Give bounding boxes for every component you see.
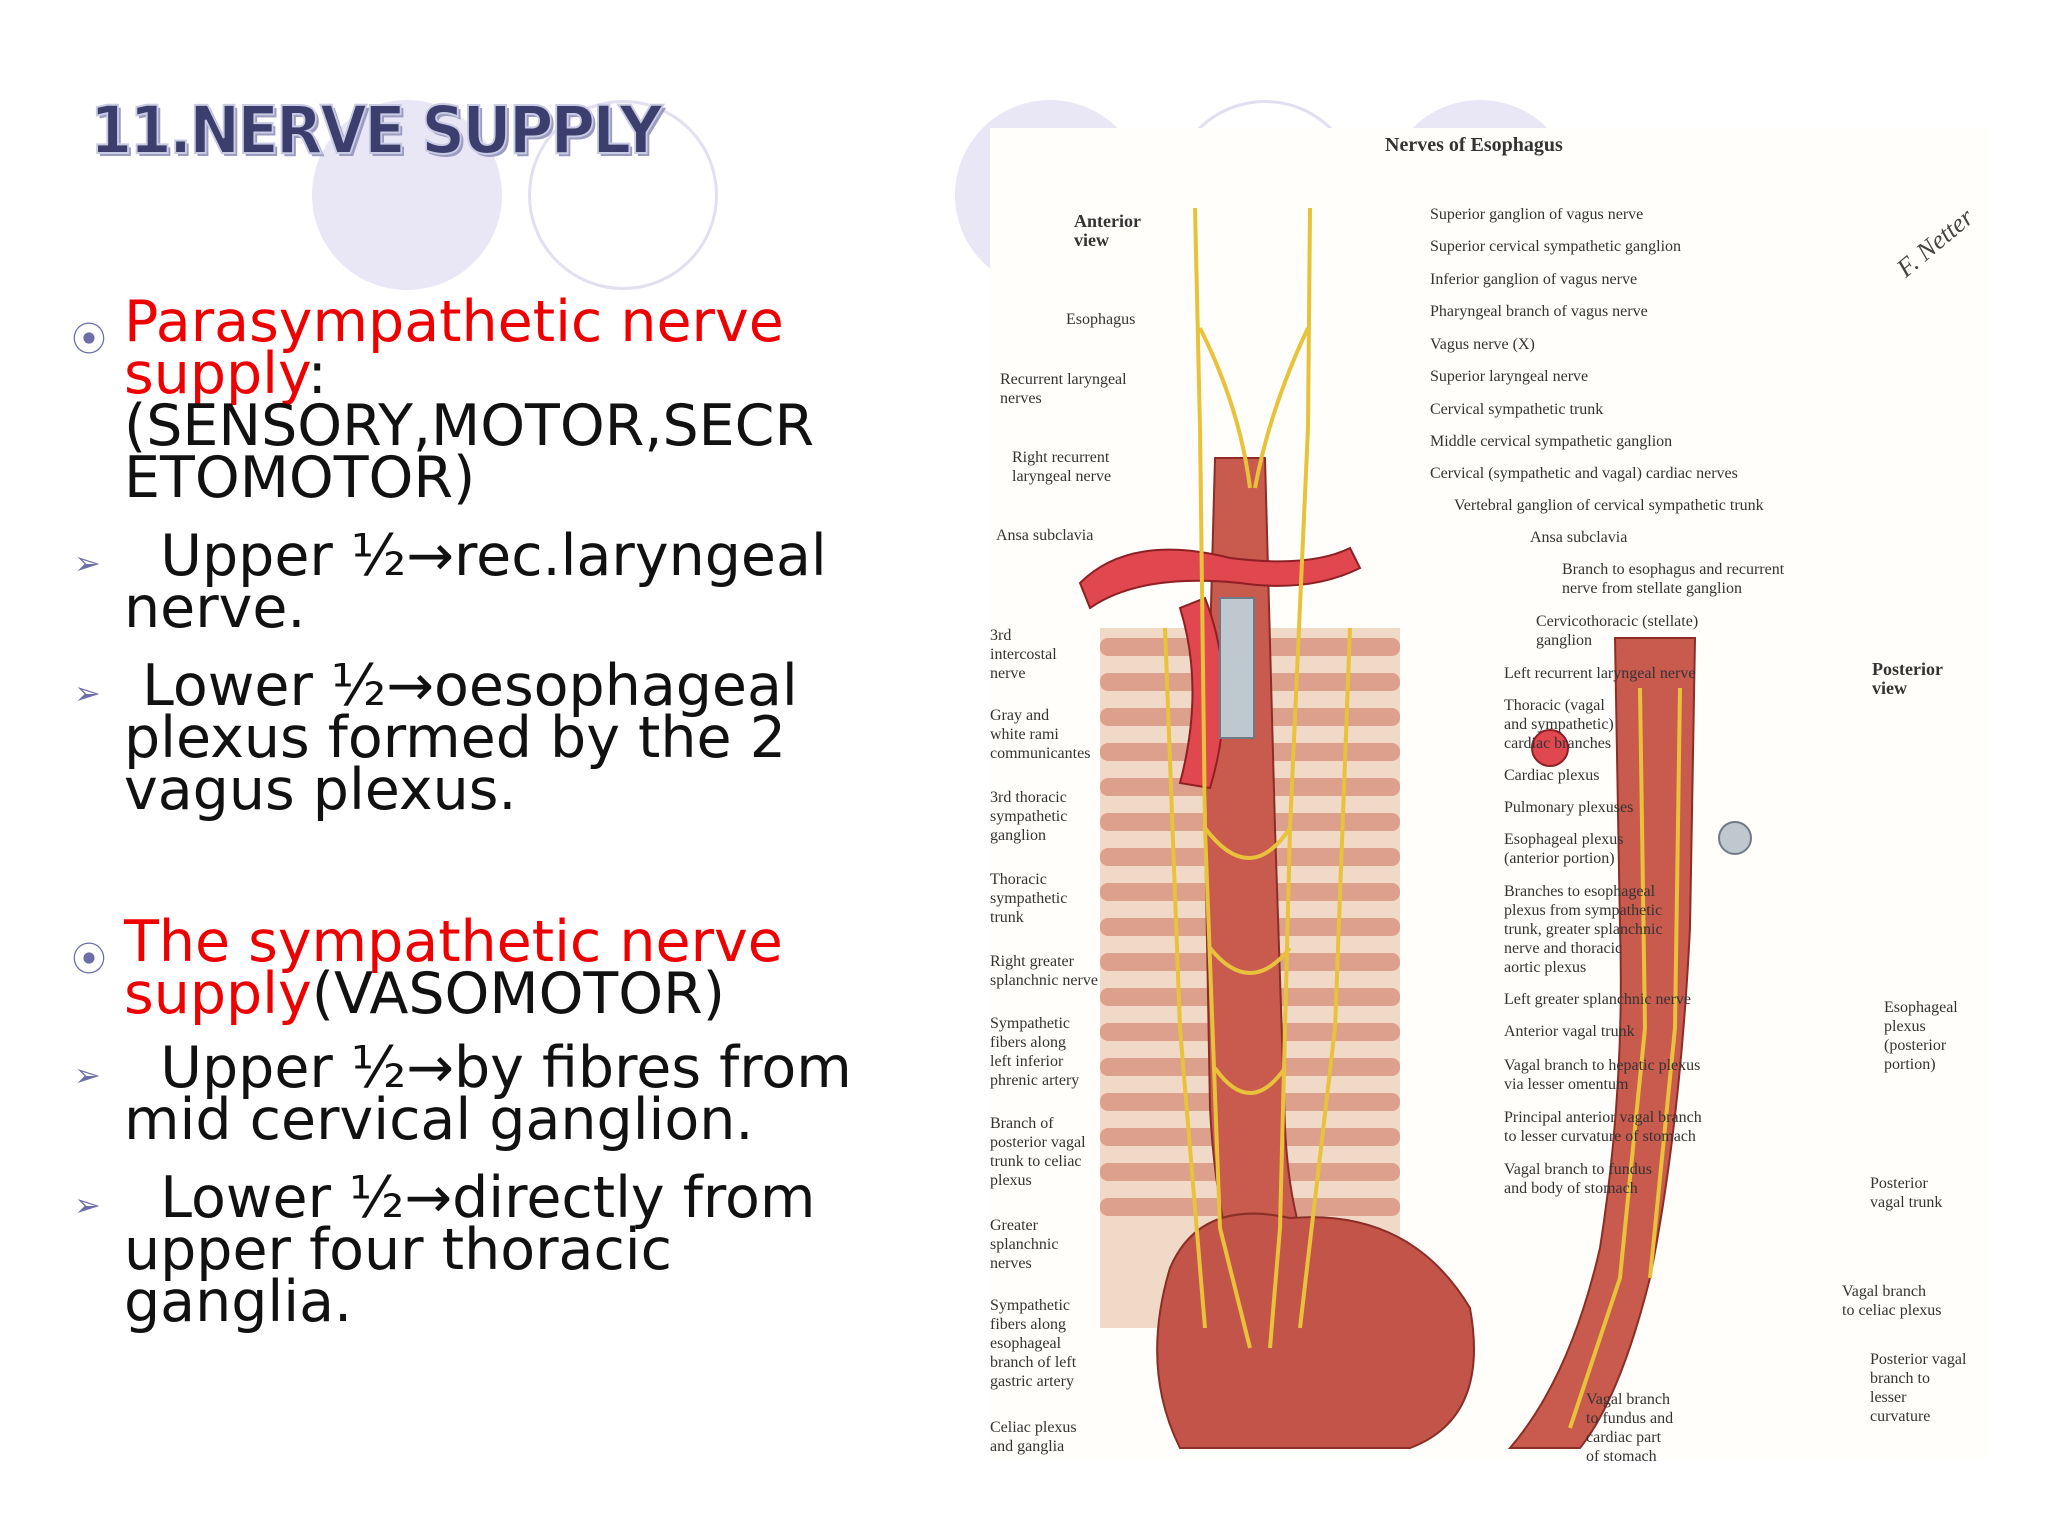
figure-label: Vagus nerve (X) <box>1430 336 1535 353</box>
figure-label: Left greater splanchnic nerve <box>1504 991 1692 1008</box>
trachea-shape <box>1219 597 1255 739</box>
figure-label: Thoracic (vagal and sympathetic) cardiac… <box>1504 697 1614 752</box>
figure-label: Branch of posterior vagal trunk to celia… <box>990 1115 1086 1189</box>
figure-label: Recurrent laryngeal nerves <box>1000 371 1127 407</box>
figure-label: Vertebral ganglion of cervical sympathet… <box>1454 497 1764 514</box>
figure-label: Posterior vagal branch to lesser curvatu… <box>1870 1351 1967 1425</box>
figure-label: Vagal branch to fundus and body of stoma… <box>1504 1161 1652 1197</box>
figure-label: 3rd intercostal nerve <box>990 627 1057 682</box>
bullet-text: Parasympathetic nerve supply: (SENSORY,M… <box>124 294 924 507</box>
arrow-bullet-icon: ➢ <box>74 674 101 712</box>
artery-arch <box>1078 546 1362 610</box>
figure-label: Sympathetic fibers along left inferior p… <box>990 1015 1080 1089</box>
figure-label: Ansa subclavia <box>996 527 1094 544</box>
figure-label: Right recurrent laryngeal nerve <box>1012 449 1112 485</box>
anterior-view-label: Anterior view <box>1074 211 1141 250</box>
bullet-text: Lower ½→oesophageal plexus formed by the… <box>124 653 798 823</box>
figure-label: Sympathetic fibers along esophageal bran… <box>990 1297 1077 1390</box>
circle-bullet-icon: ⦿ <box>72 940 106 980</box>
figure-label: Vagal branch to fundus and cardiac part … <box>1586 1391 1674 1465</box>
bullet-text: Lower ½→directly from upper four thoraci… <box>124 1165 816 1335</box>
figure-label: Thoracic sympathetic trunk <box>990 871 1068 926</box>
figure-label: Branch to esophagus and recurrent nerve … <box>1562 561 1785 597</box>
arrow-bullet-icon: ➢ <box>74 1056 101 1094</box>
figure-label: Pulmonary plexuses <box>1504 799 1634 816</box>
figure-label: 3rd thoracic sympathetic ganglion <box>990 789 1068 844</box>
bullet-text: Upper ½→rec.laryngeal nerve. <box>124 523 827 641</box>
nerve-fibers <box>1163 207 1352 1349</box>
figure-label: Cardiac plexus <box>1504 767 1600 784</box>
anatomy-drawing <box>1078 207 1752 1449</box>
figure-title: Nerves of Esophagus <box>1385 134 1563 156</box>
figure-label: Gray and white rami communicantes <box>990 707 1091 762</box>
figure-label: Superior ganglion of vagus nerve <box>1430 206 1644 223</box>
figure-label: Celiac plexus and ganglia <box>990 1419 1077 1455</box>
posterior-artery-section <box>1531 729 1569 767</box>
figure-label: Principal anterior vagal branch to lesse… <box>1504 1109 1702 1145</box>
arrow-bullet-icon: ➢ <box>74 544 101 582</box>
bullet-rest-text: (VASOMOTOR) <box>311 961 725 1027</box>
figure-label: Superior cervical sympathetic ganglion <box>1430 238 1682 255</box>
figure-label: Left recurrent laryngeal nerve <box>1504 665 1696 682</box>
figure-label: Pharyngeal branch of vagus nerve <box>1430 303 1648 320</box>
posterior-esophagus-shape <box>1507 637 1697 1449</box>
figure-label: Inferior ganglion of vagus nerve <box>1430 271 1638 288</box>
arrow-bullet-icon: ➢ <box>74 1186 101 1224</box>
figure-label: Cervical (sympathetic and vagal) cardiac… <box>1430 465 1738 482</box>
posterior-bronchus-section <box>1718 821 1752 855</box>
figure-label: Ansa subclavia <box>1530 529 1628 546</box>
decorative-circle <box>528 100 718 290</box>
bullet-text: The sympathetic nerve supply(VASOMOTOR) <box>124 914 924 1023</box>
posterior-nerve-fibers <box>1568 687 1682 1429</box>
figure-label: Esophageal plexus (posterior portion) <box>1884 999 1958 1073</box>
stomach-shape <box>1156 1212 1475 1449</box>
bullet-text: Upper ½→by fibres from mid cervical gang… <box>124 1035 852 1153</box>
slide-content: ⦿ Parasympathetic nerve supply: (SENSORY… <box>0 0 960 1536</box>
highlight-text: The sympathetic nerve supply <box>124 909 783 1027</box>
figure-label: Vagal branch to hepatic plexus via lesse… <box>1504 1057 1701 1093</box>
highlight-text: Parasympathetic nerve supply <box>124 289 784 407</box>
figure-label: Vagal branch to celiac plexus <box>1842 1283 1942 1319</box>
figure-label: Posterior vagal trunk <box>1870 1175 1943 1211</box>
decorative-circle <box>312 100 502 290</box>
figure-label: Middle cervical sympathetic ganglion <box>1430 433 1673 450</box>
circle-bullet-icon: ⦿ <box>72 320 106 360</box>
bullet-rest-text: : (SENSORY,MOTOR,SECR ETOMOTOR) <box>124 341 815 511</box>
figure-label: Right greater splanchnic nerve <box>990 953 1098 989</box>
figure-label: Greater splanchnic nerves <box>990 1217 1059 1272</box>
figure-label: Esophageal plexus (anterior portion) <box>1504 831 1624 867</box>
figure-label: Esophagus <box>1066 311 1136 328</box>
slide-title: 11.NERVE SUPPLY <box>89 91 664 170</box>
figure-label: Cervical sympathetic trunk <box>1430 401 1604 418</box>
esophagus-nerve-illustration <box>990 128 1990 1458</box>
figure-label: Branches to esophageal plexus from sympa… <box>1504 883 1663 976</box>
figure-label: Superior laryngeal nerve <box>1430 368 1589 385</box>
posterior-view-label: Posterior view <box>1872 659 1943 698</box>
figure-label: Cervicothoracic (stellate) ganglion <box>1536 613 1699 649</box>
figure-label: Anterior vagal trunk <box>1504 1023 1635 1040</box>
